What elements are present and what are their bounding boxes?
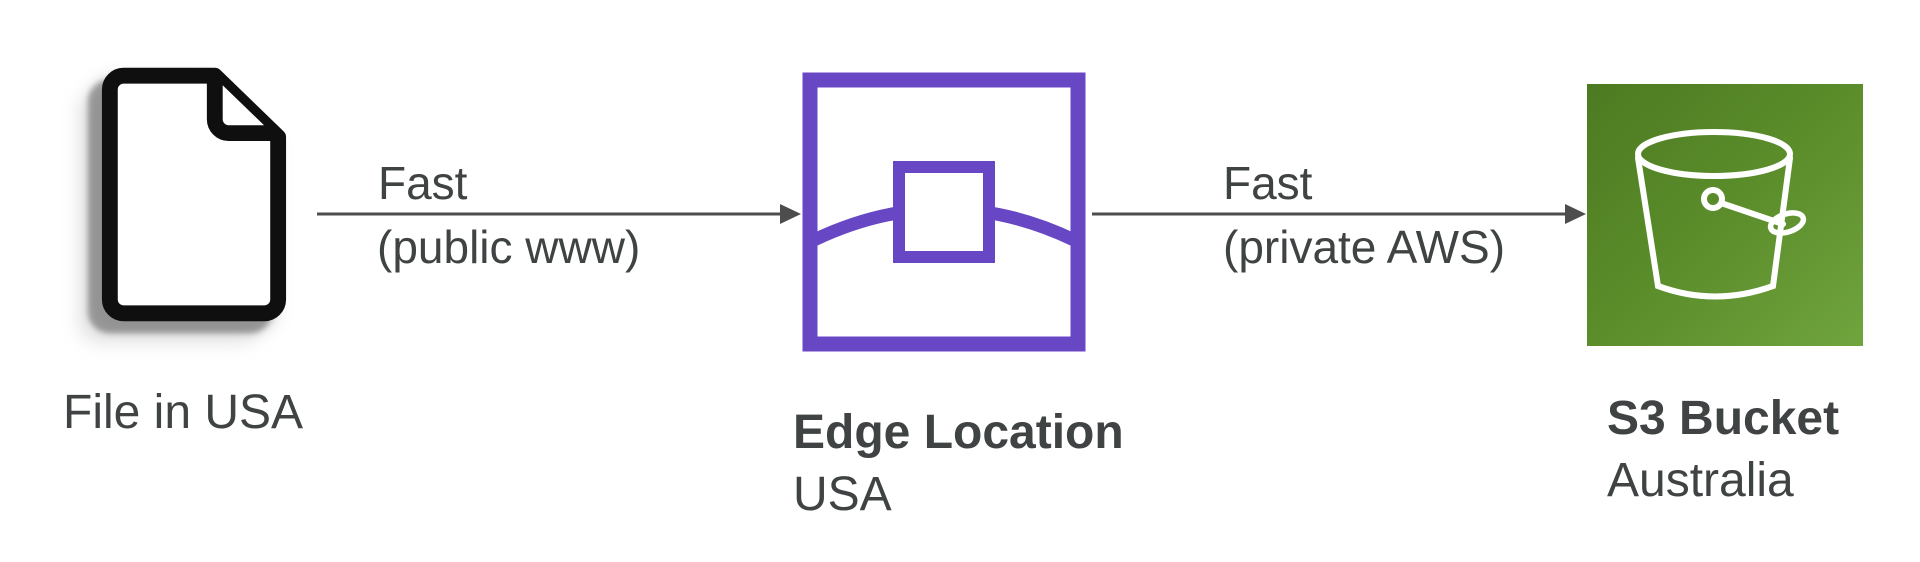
arrow-private-aws xyxy=(1092,204,1586,224)
arrow1-label: Fast xyxy=(378,157,468,209)
s3-node-sublabel: Australia xyxy=(1607,454,1794,507)
s3-bucket-icon xyxy=(1587,84,1863,346)
edge-node-sublabel: USA xyxy=(793,468,892,521)
edge-location-icon xyxy=(802,72,1086,352)
arrow2-label: Fast xyxy=(1223,157,1313,209)
edge-node-label-block: Edge Location USA xyxy=(793,402,1124,526)
edge-node-label: Edge Location xyxy=(793,406,1124,459)
file-node-label: File in USA xyxy=(63,386,304,439)
arrow-public-www xyxy=(317,204,801,224)
document-icon xyxy=(101,67,287,322)
arrow2-sublabel: (private AWS) xyxy=(1223,221,1506,273)
arrow1-sublabel: (public www) xyxy=(377,221,641,273)
s3-node-label-block: S3 Bucket Australia xyxy=(1607,388,1839,512)
s3-node-label: S3 Bucket xyxy=(1607,392,1840,445)
